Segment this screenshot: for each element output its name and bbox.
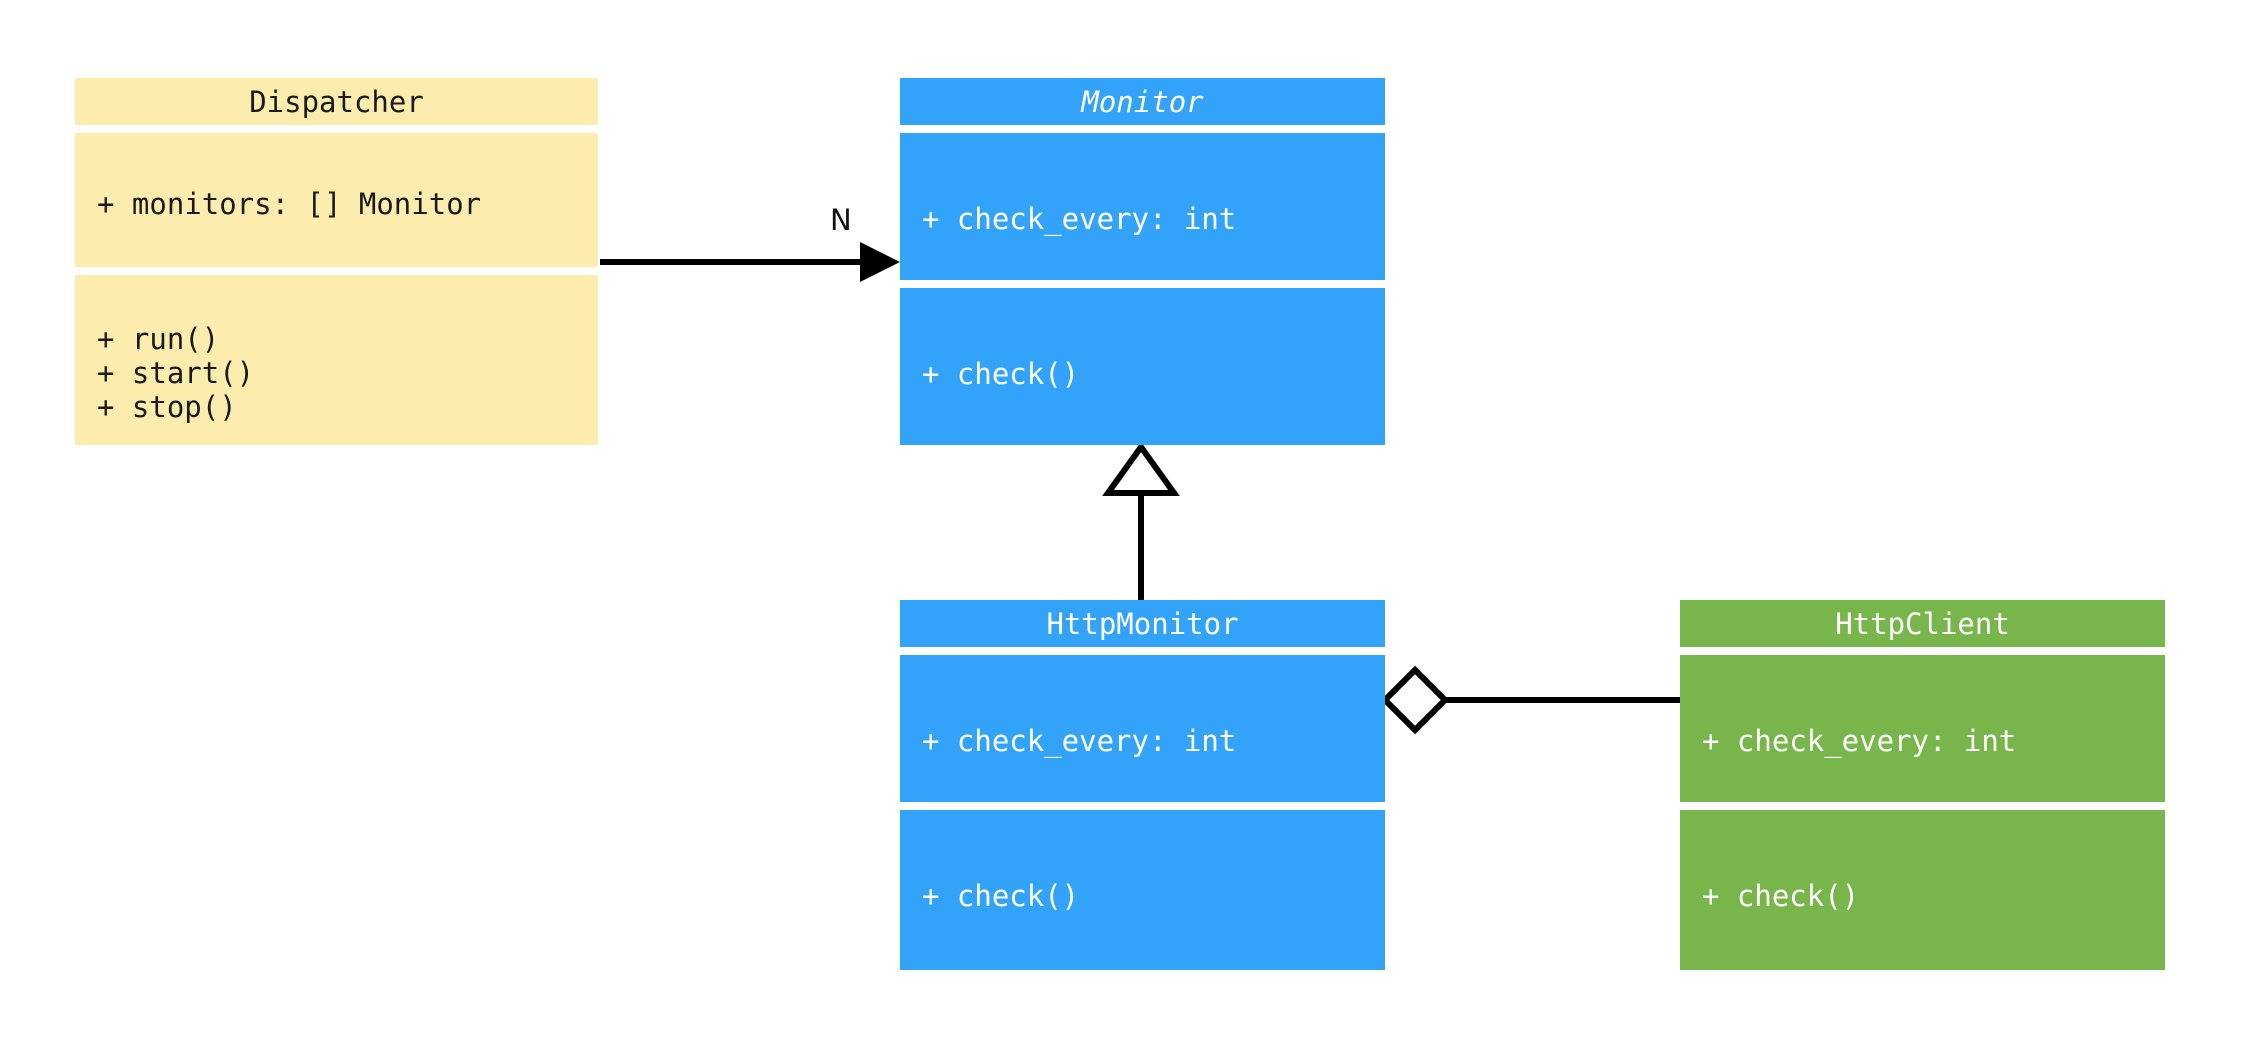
- compartment-divider: [900, 647, 1385, 655]
- class-attributes-http-client: + check_every: int: [1680, 655, 2165, 802]
- compartment-divider: [75, 125, 598, 133]
- edge-association-dispatcher-monitor: [600, 242, 900, 282]
- inheritance-hollow-triangle: [1102, 441, 1180, 496]
- class-attributes-dispatcher: + monitors: [] Monitor: [75, 133, 598, 267]
- class-methods-dispatcher: + run() + start() + stop(): [75, 275, 598, 445]
- association-arrowhead: [860, 242, 900, 282]
- aggregation-hollow-diamond: [1380, 665, 1450, 735]
- attribute-row: + check_every: int: [922, 202, 1237, 236]
- method-row: + check(): [922, 357, 1080, 391]
- compartment-divider: [1680, 647, 2165, 655]
- class-attributes-monitor: + check_every: int: [900, 133, 1385, 280]
- attribute-row: + check_every: int: [922, 724, 1237, 758]
- class-title-http-client: HttpClient: [1680, 600, 2165, 647]
- class-title-dispatcher: Dispatcher: [75, 78, 598, 125]
- method-row: + stop(): [97, 390, 237, 424]
- class-box-http-client[interactable]: HttpClient + check_every: int + check(): [1680, 600, 2165, 970]
- attribute-row: + monitors: [] Monitor: [97, 187, 482, 221]
- compartment-divider: [900, 802, 1385, 810]
- compartment-divider: [1680, 802, 2165, 810]
- method-row: + check(): [1702, 879, 1860, 913]
- class-methods-monitor: + check(): [900, 288, 1385, 445]
- class-box-dispatcher[interactable]: Dispatcher + monitors: [] Monitor + run(…: [75, 78, 598, 445]
- compartment-divider: [900, 125, 1385, 133]
- class-methods-http-client: + check(): [1680, 810, 2165, 970]
- edge-inheritance-httpmonitor-monitor: [1102, 441, 1180, 600]
- compartment-divider: [900, 280, 1385, 288]
- class-title-monitor: Monitor: [900, 78, 1385, 125]
- class-methods-http-monitor: + check(): [900, 810, 1385, 970]
- class-title-http-monitor: HttpMonitor: [900, 600, 1385, 647]
- multiplicity-label-n: N: [830, 203, 852, 237]
- edge-aggregation-httpmonitor-httpclient: [1380, 665, 1680, 735]
- compartment-divider: [75, 267, 598, 275]
- method-row: + run(): [97, 322, 220, 356]
- method-row: + start(): [97, 356, 255, 390]
- class-box-monitor[interactable]: Monitor + check_every: int + check(): [900, 78, 1385, 445]
- method-row: + check(): [922, 879, 1080, 913]
- class-box-http-monitor[interactable]: HttpMonitor + check_every: int + check(): [900, 600, 1385, 970]
- attribute-row: + check_every: int: [1702, 724, 2017, 758]
- class-attributes-http-monitor: + check_every: int: [900, 655, 1385, 802]
